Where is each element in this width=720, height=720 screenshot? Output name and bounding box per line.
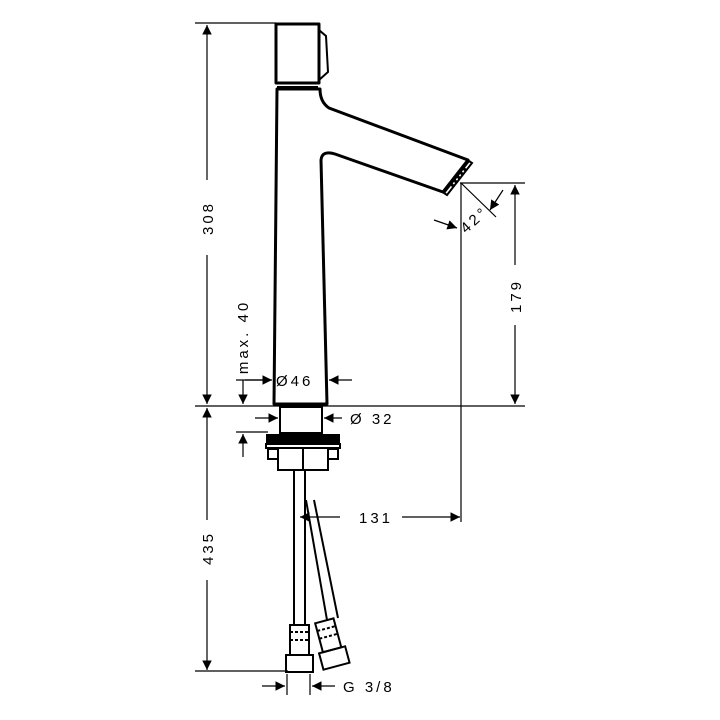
dim-max-deck: max. 40 — [235, 300, 270, 457]
dim-connection-thread: G 3/8 — [262, 674, 395, 696]
dim-body-diameter: Ø46 — [245, 373, 352, 390]
dim-below-deck: 435 — [195, 408, 288, 672]
spout-height-label: 179 — [508, 279, 525, 313]
dim-spout-height: 179 — [460, 182, 525, 404]
max-deck-label: max. 40 — [235, 300, 252, 374]
spout-reach-label: 131 — [359, 510, 393, 527]
mounting-nut — [266, 434, 340, 444]
shank-diameter-label: Ø 32 — [350, 411, 395, 428]
faucet-cap — [274, 22, 321, 85]
shank — [279, 406, 323, 434]
dim-total-height: 308 — [195, 22, 276, 404]
dim-spout-reach: 131 — [300, 510, 460, 527]
total-height-label: 308 — [200, 201, 217, 235]
below-deck-label: 435 — [200, 531, 217, 565]
aerator — [442, 159, 474, 197]
cap-button-icon — [318, 29, 330, 81]
dim-shank-diameter: Ø 32 — [255, 411, 395, 428]
hose-nut-right — [317, 645, 351, 671]
mounting-assembly — [265, 406, 341, 471]
supply-hoses — [285, 470, 351, 673]
connection-thread-label: G 3/8 — [343, 679, 395, 696]
body-diameter-label: Ø46 — [276, 373, 313, 390]
faucet-outline — [272, 87, 470, 406]
faucet-body — [272, 22, 474, 406]
hose-nut-left — [285, 654, 314, 673]
dim-spout-angle: 42° — [433, 182, 504, 522]
